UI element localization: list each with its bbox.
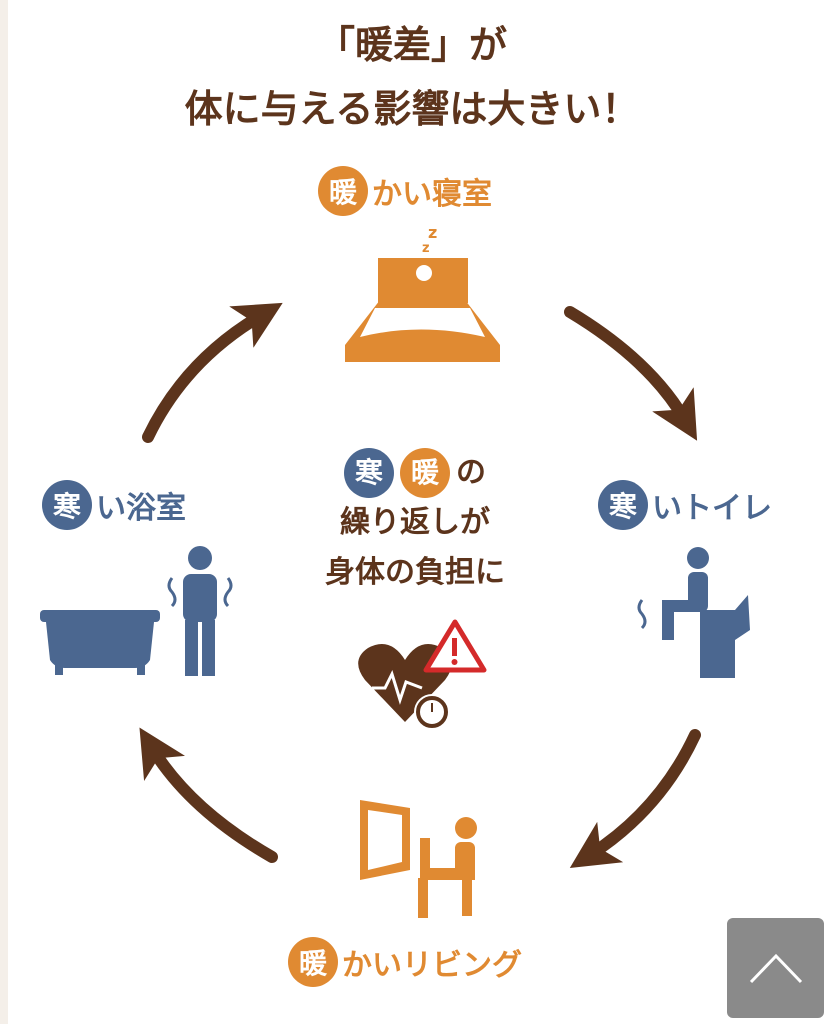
living-window-person-icon xyxy=(360,800,477,918)
arrow-bath-to-bedroom xyxy=(142,302,283,443)
page-edge xyxy=(0,0,8,1024)
stage-label: かい寝室 xyxy=(372,177,492,212)
stage-label: かいリビング xyxy=(342,948,522,983)
cold-badge: 寒 xyxy=(42,480,92,530)
warning-icon xyxy=(423,619,487,673)
warm-badge: 暖 xyxy=(400,448,450,498)
sleep-z: z xyxy=(428,223,437,242)
heading-line-2: 体に与える影響は大きい！ xyxy=(184,87,640,131)
bath-icon xyxy=(40,610,160,675)
toilet-person-icon xyxy=(637,547,750,678)
stage-label: い浴室 xyxy=(96,491,186,526)
stage-cold-bath: 寒 い浴室 xyxy=(42,480,186,530)
center-line-2: 繰り返しが xyxy=(340,505,490,540)
scroll-to-top-button[interactable] xyxy=(727,918,824,1018)
warm-badge: 暖 xyxy=(288,937,338,987)
svg-text:z: z xyxy=(422,241,430,256)
stage-warm-living: 暖 かいリビング xyxy=(288,937,522,987)
cold-badge: 寒 xyxy=(598,480,648,530)
cold-badge: 寒 xyxy=(344,448,394,498)
arrow-toilet-to-living xyxy=(569,729,701,868)
arrow-living-to-bath xyxy=(139,727,278,863)
center-suffix: の xyxy=(456,455,486,490)
arrow-bedroom-to-toilet xyxy=(564,306,698,441)
shivering-person-icon xyxy=(167,546,233,676)
warm-badge: 暖 xyxy=(318,166,368,216)
stage-cold-toilet: 寒 いトイレ xyxy=(598,480,772,530)
center-message: 寒 暖 の 繰り返しが 身体の負担に xyxy=(290,448,540,598)
heading-line-1: 「暖差」が xyxy=(316,23,507,67)
stage-label: いトイレ xyxy=(652,491,772,526)
center-line-3: 身体の負担に xyxy=(325,555,505,590)
bed-icon: z z xyxy=(345,223,500,362)
stage-warm-bedroom: 暖 かい寝室 xyxy=(318,166,492,216)
chevron-up-icon xyxy=(749,953,802,984)
